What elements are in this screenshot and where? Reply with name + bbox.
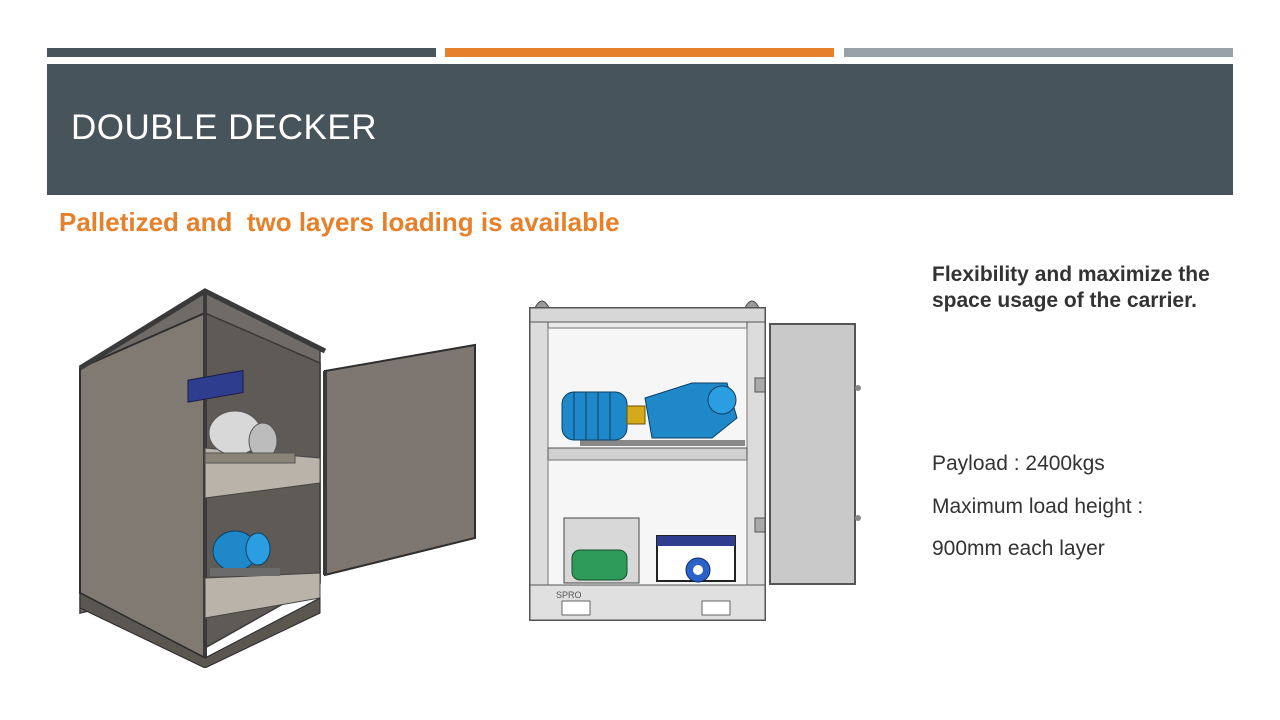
title-banner: DOUBLE DECKER bbox=[47, 64, 1233, 195]
container-isometric-illustration bbox=[78, 288, 476, 668]
slide-title: DOUBLE DECKER bbox=[71, 108, 378, 147]
accent-bar-gray bbox=[844, 48, 1233, 57]
feature-description: Flexibility and maximize the space usage… bbox=[932, 263, 1210, 312]
container-label: SPRO bbox=[556, 590, 582, 600]
spec-layer-height: 900mm each layer bbox=[932, 537, 1105, 560]
container-front-view-illustration: SPRO bbox=[529, 300, 861, 621]
slide-subtitle: Palletized and two layers loading is ava… bbox=[59, 207, 620, 237]
spec-payload: Payload : 2400kgs bbox=[932, 452, 1105, 475]
accent-bar-dark bbox=[47, 48, 436, 57]
spec-max-load-height: Maximum load height : bbox=[932, 495, 1144, 518]
accent-bar-orange bbox=[445, 48, 834, 57]
